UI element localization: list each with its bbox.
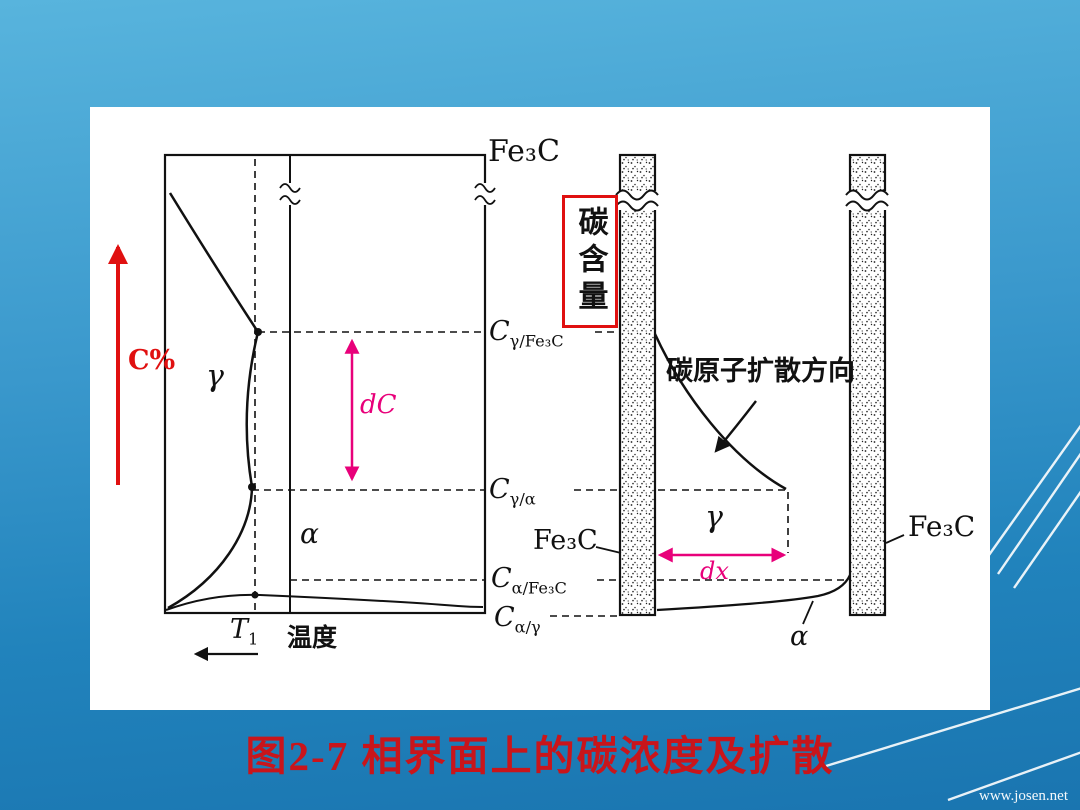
carbon-profile-curve xyxy=(653,333,787,491)
dx-label: dx xyxy=(700,557,729,585)
diagram-graphics xyxy=(108,153,905,662)
fe3c-top-label: Fe₃C xyxy=(488,134,560,169)
gamma-fe3c-boundary-curve xyxy=(168,192,260,333)
label-pointer-lines xyxy=(595,534,905,625)
point-c-gamma-alpha xyxy=(248,483,256,491)
fe3c-plate-left xyxy=(618,153,657,617)
fe3c-left-plate-label: Fe₃C xyxy=(533,525,598,556)
phase-boundary-curves xyxy=(165,192,484,611)
gamma-alpha-boundary-upper xyxy=(245,331,260,488)
fe3c-right-plate-label: Fe₃C xyxy=(908,510,976,543)
alpha-solubility-curve xyxy=(165,593,484,611)
alpha-interface-curve xyxy=(656,574,852,612)
deco-line xyxy=(1013,490,1080,589)
fe3c-right-pointer xyxy=(885,534,905,544)
point-c-alpha xyxy=(251,591,259,599)
c-percent-axis-label: C% xyxy=(128,345,176,376)
carbon-content-box: 碳含量 xyxy=(562,195,618,328)
alpha-phase-label-left: α xyxy=(300,517,319,550)
t1-label: T1 xyxy=(230,614,258,647)
point-c-gamma-fe3c xyxy=(254,328,262,336)
watermark: www.josen.net xyxy=(978,788,1068,804)
label-c-gamma-fe3c: Cγ/Fe₃C xyxy=(489,316,564,349)
alpha-pointer xyxy=(802,600,814,625)
label-c-gamma-alpha: Cγ/α xyxy=(489,474,536,507)
diagram-panel: C% Fe₃C Cγ/Fe₃C Cγ/α Cα/Fe₃C Cα/γ γ α dC… xyxy=(90,107,990,710)
gamma-phase-label-left: γ xyxy=(206,359,224,394)
label-sub: γ/α xyxy=(509,489,536,509)
figure-caption: 图2-7 相界面上的碳浓度及扩散 xyxy=(245,733,835,779)
deco-line xyxy=(983,424,1080,563)
label-sub: γ/Fe₃C xyxy=(509,331,564,351)
label-sub: α/γ xyxy=(514,617,541,637)
fe3c-plate-right xyxy=(848,153,887,617)
alpha-phase-label-right: α xyxy=(790,621,809,652)
fe3c-left-pointer xyxy=(595,546,622,554)
plate-break-marks xyxy=(615,189,889,212)
diffusion-direction-label: 碳原子扩散方向 xyxy=(666,356,855,386)
label-sub: α/Fe₃C xyxy=(511,578,567,598)
label-base: T xyxy=(230,614,249,645)
temperature-axis-label: 温度 xyxy=(287,625,338,652)
gamma-phase-label-right: γ xyxy=(705,500,723,535)
diffusion-direction-arrow xyxy=(714,400,757,453)
label-base: C xyxy=(489,474,510,505)
label-c-alpha-fe3c: Cα/Fe₃C xyxy=(491,563,567,596)
label-sub: 1 xyxy=(248,629,259,649)
label-c-alpha-gamma: Cα/γ xyxy=(494,602,541,635)
tie-points xyxy=(248,328,262,599)
phase-diagram-frame xyxy=(163,153,487,615)
dc-label: dC xyxy=(360,390,397,420)
deco-line xyxy=(997,452,1080,575)
label-base: C xyxy=(494,602,515,633)
label-base: C xyxy=(491,563,512,594)
label-base: C xyxy=(489,316,510,347)
gamma-alpha-boundary-lower xyxy=(167,486,254,610)
axis-break-marks xyxy=(279,183,496,205)
